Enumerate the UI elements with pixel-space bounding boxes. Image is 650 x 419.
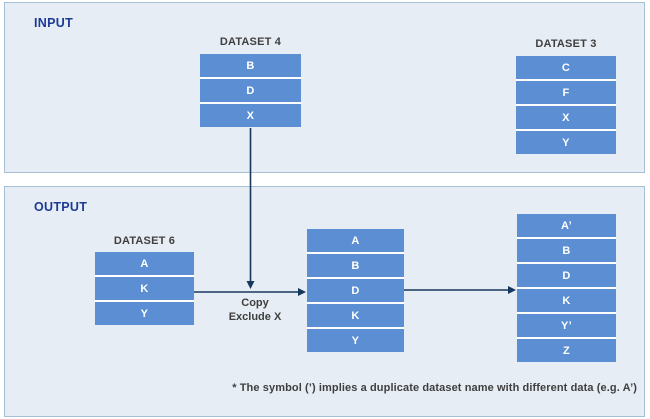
copy-label-line1: Copy xyxy=(241,297,269,309)
copy-exclude-label: Copy Exclude X xyxy=(213,296,297,324)
result-stack: A’ B D K Y’ Z xyxy=(517,214,616,362)
dataset-item: D xyxy=(307,279,404,302)
dataset6-stack: A K Y xyxy=(95,252,194,325)
dataset-item: K xyxy=(95,277,194,300)
dataset-item: A xyxy=(95,252,194,275)
dataset-item: Y xyxy=(516,131,616,154)
footnote: * The symbol (’) implies a duplicate dat… xyxy=(232,382,637,394)
dataset6-title: DATASET 6 xyxy=(113,235,176,247)
dataset4-stack: B D X xyxy=(200,54,301,127)
dataset-item: K xyxy=(307,304,404,327)
dataset-item: Y xyxy=(95,302,194,325)
dataset-item: B xyxy=(307,254,404,277)
dataset-item: Y’ xyxy=(517,314,616,337)
merged-stack: A B D K Y xyxy=(307,229,404,352)
dataset-item: X xyxy=(516,106,616,129)
dataset-item: Y xyxy=(307,329,404,352)
dataset-item: K xyxy=(517,289,616,312)
input-panel-label: INPUT xyxy=(34,16,73,30)
dataset-item: B xyxy=(517,239,616,262)
dataset3-stack: C F X Y xyxy=(516,56,616,154)
output-panel-label: OUTPUT xyxy=(34,200,88,214)
dataset-item: D xyxy=(517,264,616,287)
dataset-item: Z xyxy=(517,339,616,362)
dataset-item: F xyxy=(516,81,616,104)
copy-label-line2: Exclude X xyxy=(228,311,282,323)
dataset-item: C xyxy=(516,56,616,79)
dataset4-title: DATASET 4 xyxy=(219,36,282,48)
dataset-item: A’ xyxy=(517,214,616,237)
dataset-item: A xyxy=(307,229,404,252)
dataset-item: D xyxy=(200,79,301,102)
dataset3-title: DATASET 3 xyxy=(535,38,597,50)
dataset-item: X xyxy=(200,104,301,127)
dataset-item: B xyxy=(200,54,301,77)
